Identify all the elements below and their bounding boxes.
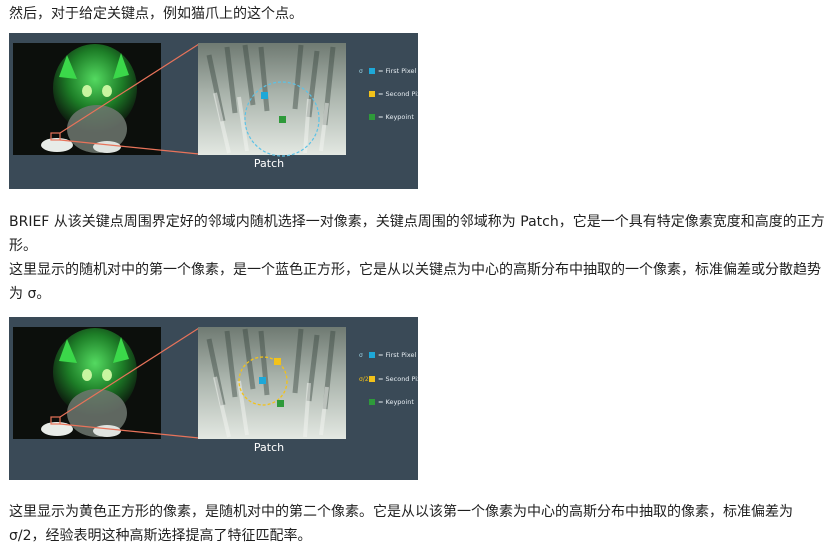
brief-figure-second-pixel: Patch σ = First Pixel σ/2 = Second Pixel… (9, 317, 418, 480)
keypoint-marker (50, 416, 61, 425)
legend-label: = Keypoint (378, 113, 414, 121)
legend-label: = Keypoint (378, 398, 414, 406)
second-pixel-square (274, 358, 281, 365)
legend-label: = First Pixel (378, 351, 417, 359)
brief-figure-first-pixel: Patch σ = First Pixel = Second Pixel = K… (9, 33, 418, 189)
keypoint-square (277, 400, 284, 407)
first-pixel-paragraph: 这里显示的随机对中的第一个像素，是一个蓝色正方形，它是从以关键点为中心的高斯分布… (9, 262, 821, 302)
legend-item-second-pixel: = Second Pixel (359, 88, 418, 100)
legend-label: = Second Pixel (378, 375, 418, 383)
patch-label: Patch (253, 157, 285, 170)
sigma2-circle (238, 356, 288, 406)
legend-swatch-blue (369, 68, 375, 74)
first-pixel-square (259, 377, 266, 384)
figure-illustration (13, 43, 346, 157)
keypoint-marker (50, 132, 61, 141)
legend-swatch-yellow (369, 91, 375, 97)
first-pixel-square (261, 92, 268, 99)
legend-swatch-blue (369, 352, 375, 358)
legend-symbol: σ (359, 351, 363, 359)
keypoint-square (279, 116, 286, 123)
intro-paragraph: 然后，对于给定关键点，例如猫爪上的这个点。 (9, 6, 303, 22)
legend-item-keypoint: = Keypoint (359, 111, 414, 123)
second-pixel-paragraph: 这里显示为黄色正方形的像素，是随机对中的第二个像素。它是从以该第一个像素为中心的… (9, 504, 793, 544)
legend-item-keypoint: = Keypoint (359, 396, 414, 408)
legend-swatch-green (369, 114, 375, 120)
legend-symbol: σ (359, 67, 363, 75)
legend-label: = Second Pixel (378, 90, 418, 98)
legend-item-second-pixel: σ/2 = Second Pixel (359, 373, 418, 385)
legend-item-first-pixel: σ = First Pixel (359, 349, 416, 361)
legend-swatch-green (369, 399, 375, 405)
legend-label: = First Pixel (378, 67, 417, 75)
figure-illustration (13, 327, 346, 439)
legend-symbol: σ/2 (359, 375, 369, 383)
legend-item-first-pixel: σ = First Pixel (359, 65, 416, 77)
legend-swatch-yellow (369, 376, 375, 382)
brief-description-paragraph: BRIEF 从该关键点周围界定好的邻域内随机选择一对像素，关键点周围的邻域称为 … (9, 214, 825, 254)
sigma-circle (244, 81, 320, 157)
patch-label: Patch (253, 441, 285, 454)
